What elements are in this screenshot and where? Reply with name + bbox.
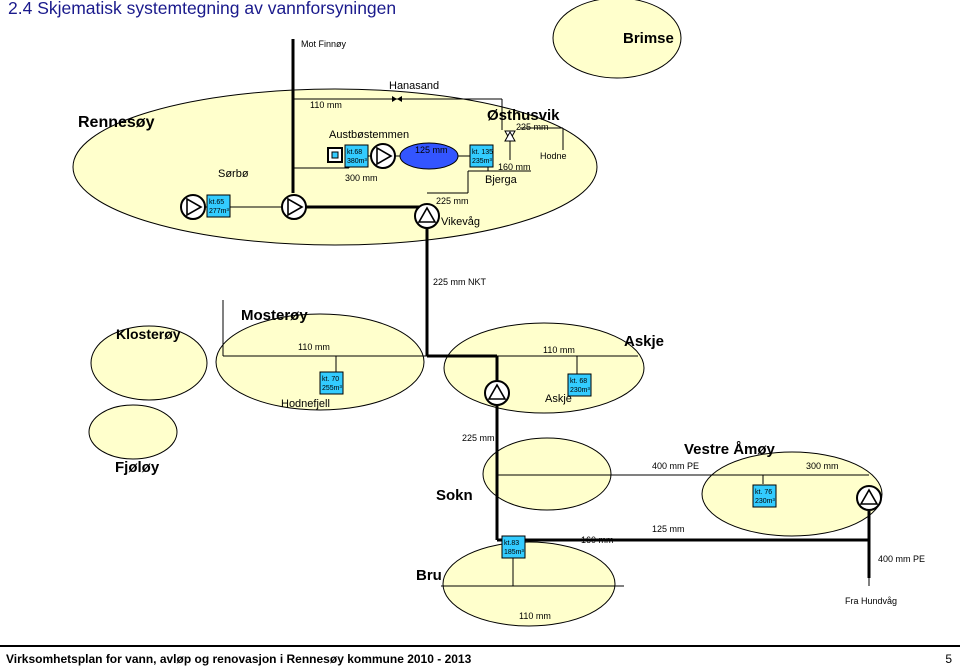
- tank-amoy-elev: kt. 76: [755, 489, 772, 496]
- tank-austbo: kt.68 380m³: [344, 144, 369, 168]
- main-pipes: [291, 39, 871, 578]
- pipe-label-125-rennesoy: 125 mm: [415, 145, 448, 155]
- pump-austbo-icon: [370, 143, 396, 169]
- pump-vikevag-icon: [414, 203, 440, 229]
- tank-amoy-vol: 230m³: [755, 498, 776, 505]
- pump-askje-icon: [484, 380, 510, 406]
- tank-bru-vol: 185m³: [504, 549, 525, 556]
- label-bru: Bru: [416, 567, 442, 584]
- area-sokn: [482, 437, 612, 511]
- tank-hodnefjell-elev: kt. 70: [322, 376, 339, 383]
- tank-sorbo-vol: 277m³: [209, 208, 230, 215]
- pipe-label-225-nkt: 225 mm NKT: [433, 277, 487, 287]
- label-mosteroy: Mosterøy: [241, 307, 308, 324]
- label-askje-place: Askje: [545, 393, 572, 405]
- valve-osthusvik: [504, 130, 516, 142]
- area-mosteroy: [215, 313, 425, 411]
- tank-askje: kt. 68 230m³: [567, 373, 592, 397]
- label-klosteroy: Klosterøy: [116, 326, 181, 342]
- pump-rennesoy-icon: [281, 194, 307, 220]
- tank-sorbo-elev: kt.65: [209, 199, 224, 206]
- label-osthusvik: Østhusvik: [487, 107, 560, 124]
- tank-austbo-elev: kt.68: [347, 149, 362, 156]
- pipe-label-400-pe-amoy: 400 mm PE: [652, 461, 699, 471]
- pump-sorbo-icon: [180, 194, 206, 220]
- label-sorbo: Sørbø: [218, 168, 249, 180]
- tank-bru: kt.83 185m³: [501, 535, 526, 559]
- pipe-label-300-rennesoy: 300 mm: [345, 173, 378, 183]
- pipe-label-110-bottom: 110 mm: [519, 611, 551, 621]
- area-vestre-amoy: [701, 451, 883, 537]
- tank-osthusvik: kt. 135 235m³: [469, 144, 494, 168]
- pump-amoy-icon: [856, 485, 882, 511]
- label-sokn: Sokn: [436, 487, 473, 504]
- tank-bru-elev: kt.83: [504, 540, 519, 547]
- pipe-label-125-bru: 125 mm: [652, 524, 685, 534]
- label-mot-finnoy: Mot Finnøy: [301, 39, 347, 49]
- tank-hodnefjell-vol: 255m³: [322, 385, 343, 392]
- label-hodnefjell: Hodnefjell: [281, 398, 330, 410]
- footer-rule: [0, 645, 960, 647]
- area-askje: [443, 322, 645, 414]
- tank-osthusvik-elev: kt. 135: [472, 149, 493, 156]
- pipe-label-225-vikevag: 225 mm: [436, 196, 469, 206]
- area-bru: [442, 541, 616, 627]
- label-rennesoy: Rennesøy: [78, 114, 155, 131]
- pipe-label-300-amoy: 300 mm: [806, 461, 839, 471]
- page-number: 5: [945, 652, 952, 666]
- pipe-label-160-bjerga: 160 mm: [498, 162, 531, 172]
- tank-austbo-vol: 380m³: [347, 158, 368, 165]
- tank-sorbo: kt.65 277m³: [206, 194, 231, 218]
- pipe-label-110-askje: 110 mm: [543, 345, 575, 355]
- pipe-label-225-sokn: 225 mm: [462, 433, 495, 443]
- pipe-label-400-pe-right: 400 mm PE: [878, 554, 925, 564]
- area-klosteroy: [90, 325, 208, 401]
- tank-amoy: kt. 76 230m³: [752, 484, 777, 508]
- label-fra-hundvag: Fra Hundvåg: [845, 596, 897, 606]
- label-bjerga: Bjerga: [485, 174, 518, 186]
- pipe-label-110-mosteroy: 110 mm: [298, 342, 330, 352]
- label-hodne: Hodne: [540, 151, 567, 161]
- area-fjoloy: [88, 404, 178, 460]
- label-austbostemmen: Austbøstemmen: [329, 129, 409, 141]
- label-askje-area: Askje: [624, 333, 664, 350]
- section-heading: 2.4 Skjematisk systemtegning av vannfors…: [8, 0, 397, 18]
- area-brimse: [552, 0, 682, 79]
- label-vestre-amoy: Vestre Åmøy: [684, 441, 776, 458]
- tank-hodnefjell: kt. 70 255m³: [319, 371, 344, 395]
- footer-text: Virksomhetsplan for vann, avløp og renov…: [6, 652, 472, 666]
- tank-osthusvik-vol: 235m³: [472, 158, 493, 165]
- label-brimse: Brimse: [623, 30, 674, 47]
- pipe-label-225-osthusvik: 225 mm: [516, 122, 549, 132]
- pipe-marker-125: [399, 142, 459, 170]
- pipe-label-110-top: 110 mm: [310, 100, 342, 110]
- valve-hanasand: [392, 96, 402, 102]
- tank-askje-elev: kt. 68: [570, 378, 587, 385]
- label-hanasand: Hanasand: [389, 80, 439, 92]
- label-fjoloy: Fjøløy: [115, 459, 160, 476]
- tank-askje-vol: 230m³: [570, 387, 591, 394]
- pipe-label-160-bru: 160 mm: [581, 535, 614, 545]
- label-vikevag: Vikevåg: [441, 216, 480, 228]
